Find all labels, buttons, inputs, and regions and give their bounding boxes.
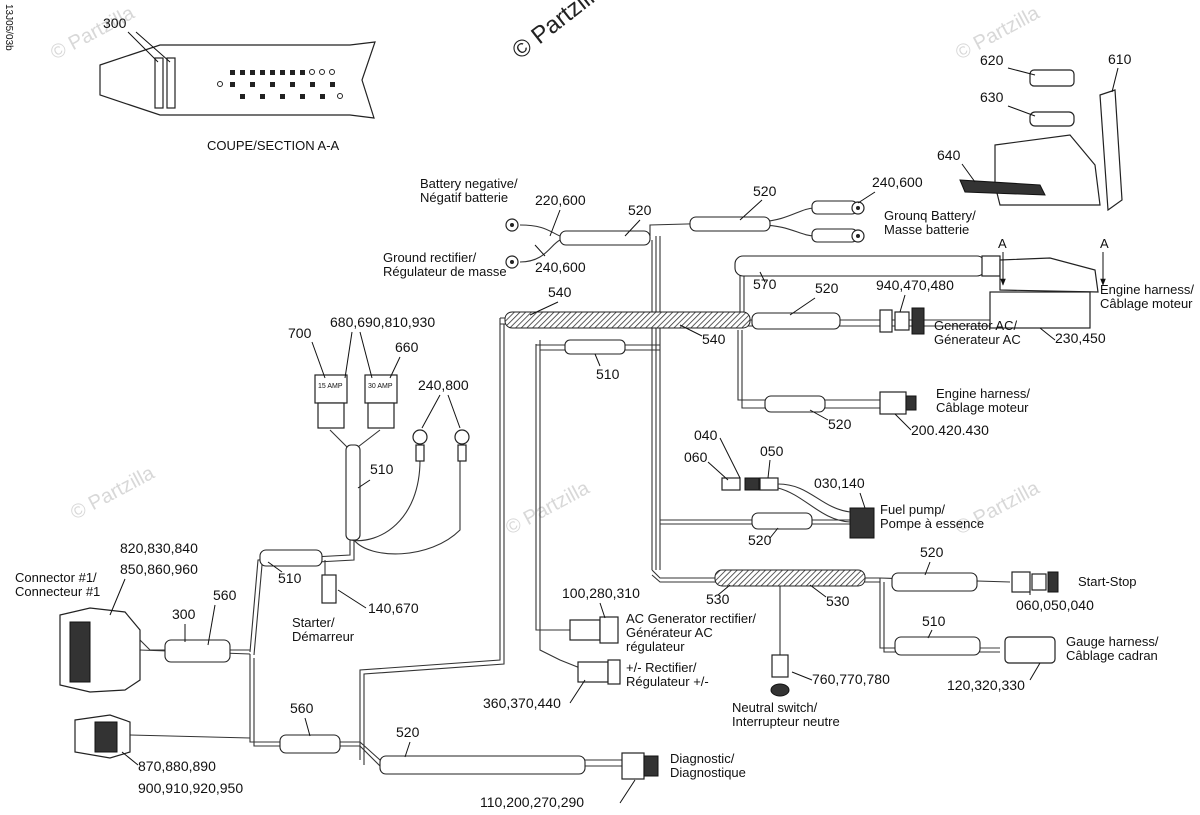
callout-630: 630 [980,89,1004,105]
battery-negative-label: Battery negative/Négatif batterie [420,176,518,205]
callout-110-200-270-290: 110,200,270,290 [480,794,584,810]
section-letter-right: A [1100,236,1109,251]
components: 15 AMP 30 AMP A A [59,201,1109,780]
callout-030-140: 030,140 [814,475,865,491]
callout-240-800: 240,800 [418,377,469,393]
labels: Battery negative/Négatif batterie Ground… [15,176,1194,780]
callout-510-gauge: 510 [922,613,946,629]
callout-060: 060 [684,449,708,465]
section-caption: COUPE/SECTION A-A [207,138,340,153]
callout-040: 040 [694,427,718,443]
gauge-harness-label: Gauge harness/Câblage cadran [1066,634,1159,663]
neutral-switch-label: Neutral switch/Interrupteur neutre [732,700,840,729]
callout-760-770-780: 760,770,780 [812,671,890,687]
start-stop-label: Start-Stop [1078,574,1137,589]
callout-510-mid: 510 [596,366,620,382]
callout-870-880-890: 870,880,890 [138,758,216,774]
fuse-15-amp-label: 15 AMP [318,383,343,390]
callout-520-gen: 520 [815,280,839,296]
section-letter-left: A [998,236,1007,251]
callout-540-left: 540 [548,284,572,300]
part-640 [994,134,1101,206]
callout-900-910-920-950: 900,910,920,950 [138,780,243,796]
watermark-main: © Partzilla [507,0,611,65]
side-code: 13J05/03b [3,4,14,51]
callout-560-bottom: 560 [290,700,314,716]
callout-850-860-960: 850,860,960 [120,561,198,577]
callout-940-470-480: 940,470,480 [876,277,954,293]
rectifier-label: +/- Rectifier/Régulateur +/- [626,660,709,689]
callouts: 220,600 520 520 240,600 240,600 540 540 … [109,174,1106,810]
callout-100-280-310: 100,280,310 [562,585,640,601]
sleeves [164,200,986,775]
callout-050: 050 [760,443,784,459]
callout-520-diag: 520 [396,724,420,740]
callout-240-600-left: 240,600 [535,259,586,275]
watermark: © Partzilla [47,2,139,65]
callout-820-830-840: 820,830,840 [120,540,198,556]
fuse-30-amp-label: 30 AMP [368,383,393,390]
callout-660: 660 [395,339,419,355]
part-620 [1029,69,1075,87]
fuel-pump-label: Fuel pump/Pompe à essence [880,502,984,531]
callout-610: 610 [1108,51,1132,67]
callout-230-450: 230,450 [1055,330,1106,346]
callout-620: 620 [980,52,1004,68]
callout-140-670: 140,670 [368,600,419,616]
ground-battery-label: Grounq Battery/Masse batterie [884,208,976,237]
callout-680-690-810-930: 680,690,810,930 [330,314,435,330]
callout-520-right: 520 [753,183,777,199]
watermark: © Partzilla [67,462,159,525]
callout-200-420-430: 200.420.430 [911,422,989,438]
engine-harness-mid-label: Engine harness/Câblage moteur [936,386,1030,415]
callout-520-start: 520 [920,544,944,560]
callout-220-600: 220,600 [535,192,586,208]
callout-510-left: 510 [278,570,302,586]
callout-520-engine: 520 [828,416,852,432]
callout-360-370-440: 360,370,440 [483,695,561,711]
fuse-box-parts: 620 610 630 640 [937,51,1132,212]
ground-rectifier-label: Ground rectifier/Régulateur de masse [383,250,507,279]
callout-540-right: 540 [702,331,726,347]
callout-530-left: 530 [706,591,730,607]
watermark: © Partzilla [502,477,594,540]
callout-530-right: 530 [826,593,850,609]
callout-520-top: 520 [628,202,652,218]
callout-120-320-330: 120,320,330 [947,677,1025,693]
section-view: 300 COUPE/SECTION A-A [99,15,376,153]
part-630 [1029,111,1075,127]
part-610 [1099,89,1123,212]
diagnostic-label: Diagnostic/Diagnostique [670,751,746,780]
generator-ac-label: Generator AC/Génerateur AC [934,318,1021,347]
callout-560-top: 560 [213,587,237,603]
callout-060-050-040: 060,050,040 [1016,597,1094,613]
engine-harness-top-label: Engine harness/Câblage moteur [1100,282,1194,311]
callout-520-fuel: 520 [748,532,772,548]
callout-300-left: 300 [172,606,196,622]
callout-240-600-right: 240,600 [872,174,923,190]
starter-label: Starter/Démarreur [292,615,355,644]
callout-510-fuse: 510 [370,461,394,477]
callout-700: 700 [288,325,312,341]
connector1-label: Connector #1/Connecteur #1 [15,570,100,599]
callout-640: 640 [937,147,961,163]
callout-570: 570 [753,276,777,292]
callout-300-top: 300 [103,15,127,31]
